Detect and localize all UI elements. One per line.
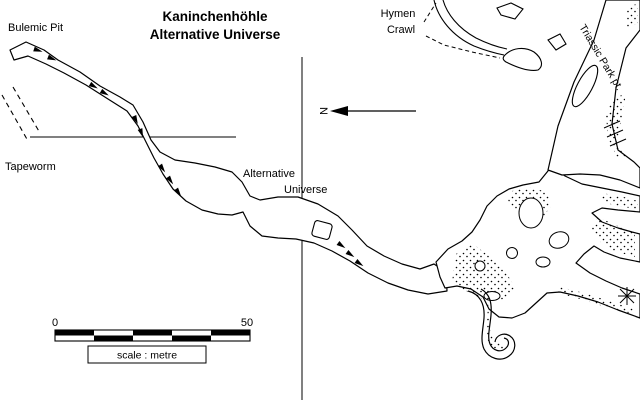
hymen-crawl-label-line2: Crawl	[387, 24, 415, 36]
alternative-universe-label-line1: Alternative	[243, 168, 295, 180]
scale-caption: scale : metre	[117, 350, 177, 362]
hook-passage-stipple	[484, 296, 505, 351]
map-title-line2: Alternative Universe	[150, 27, 281, 42]
main-passage-outline	[9, 41, 448, 295]
north-arrow-icon: N	[317, 106, 416, 116]
alternative-universe-label-line2: Universe	[284, 184, 327, 196]
hymen-crawl-label-line1: Hymen	[381, 8, 416, 20]
tapeworm-label: Tapeworm	[5, 161, 56, 173]
scale-end-value: 50	[241, 317, 253, 329]
triassic-floor-detail	[571, 4, 638, 157]
hymen-crawl-passage	[433, 0, 567, 71]
tapeworm-dashed-passage	[1, 86, 41, 142]
bulemic-pit-label: Bulemic Pit	[8, 22, 63, 34]
north-letter: N	[317, 107, 329, 115]
boulder-block	[311, 220, 333, 240]
triassic-park-passage	[547, 0, 640, 189]
scale-bar-segments	[54, 329, 251, 342]
pillar-holes	[474, 197, 570, 301]
pitch-tick-marks	[33, 46, 364, 267]
crystal-star-icon	[618, 287, 636, 305]
scale-bar: 0 50 scale : metre	[52, 317, 253, 364]
map-title-line1: Kaninchenhöhle	[162, 9, 267, 24]
hymen-crawl-dashed-leader	[423, 2, 501, 59]
scale-caption-box	[87, 345, 207, 364]
scale-start-value: 0	[52, 317, 58, 329]
